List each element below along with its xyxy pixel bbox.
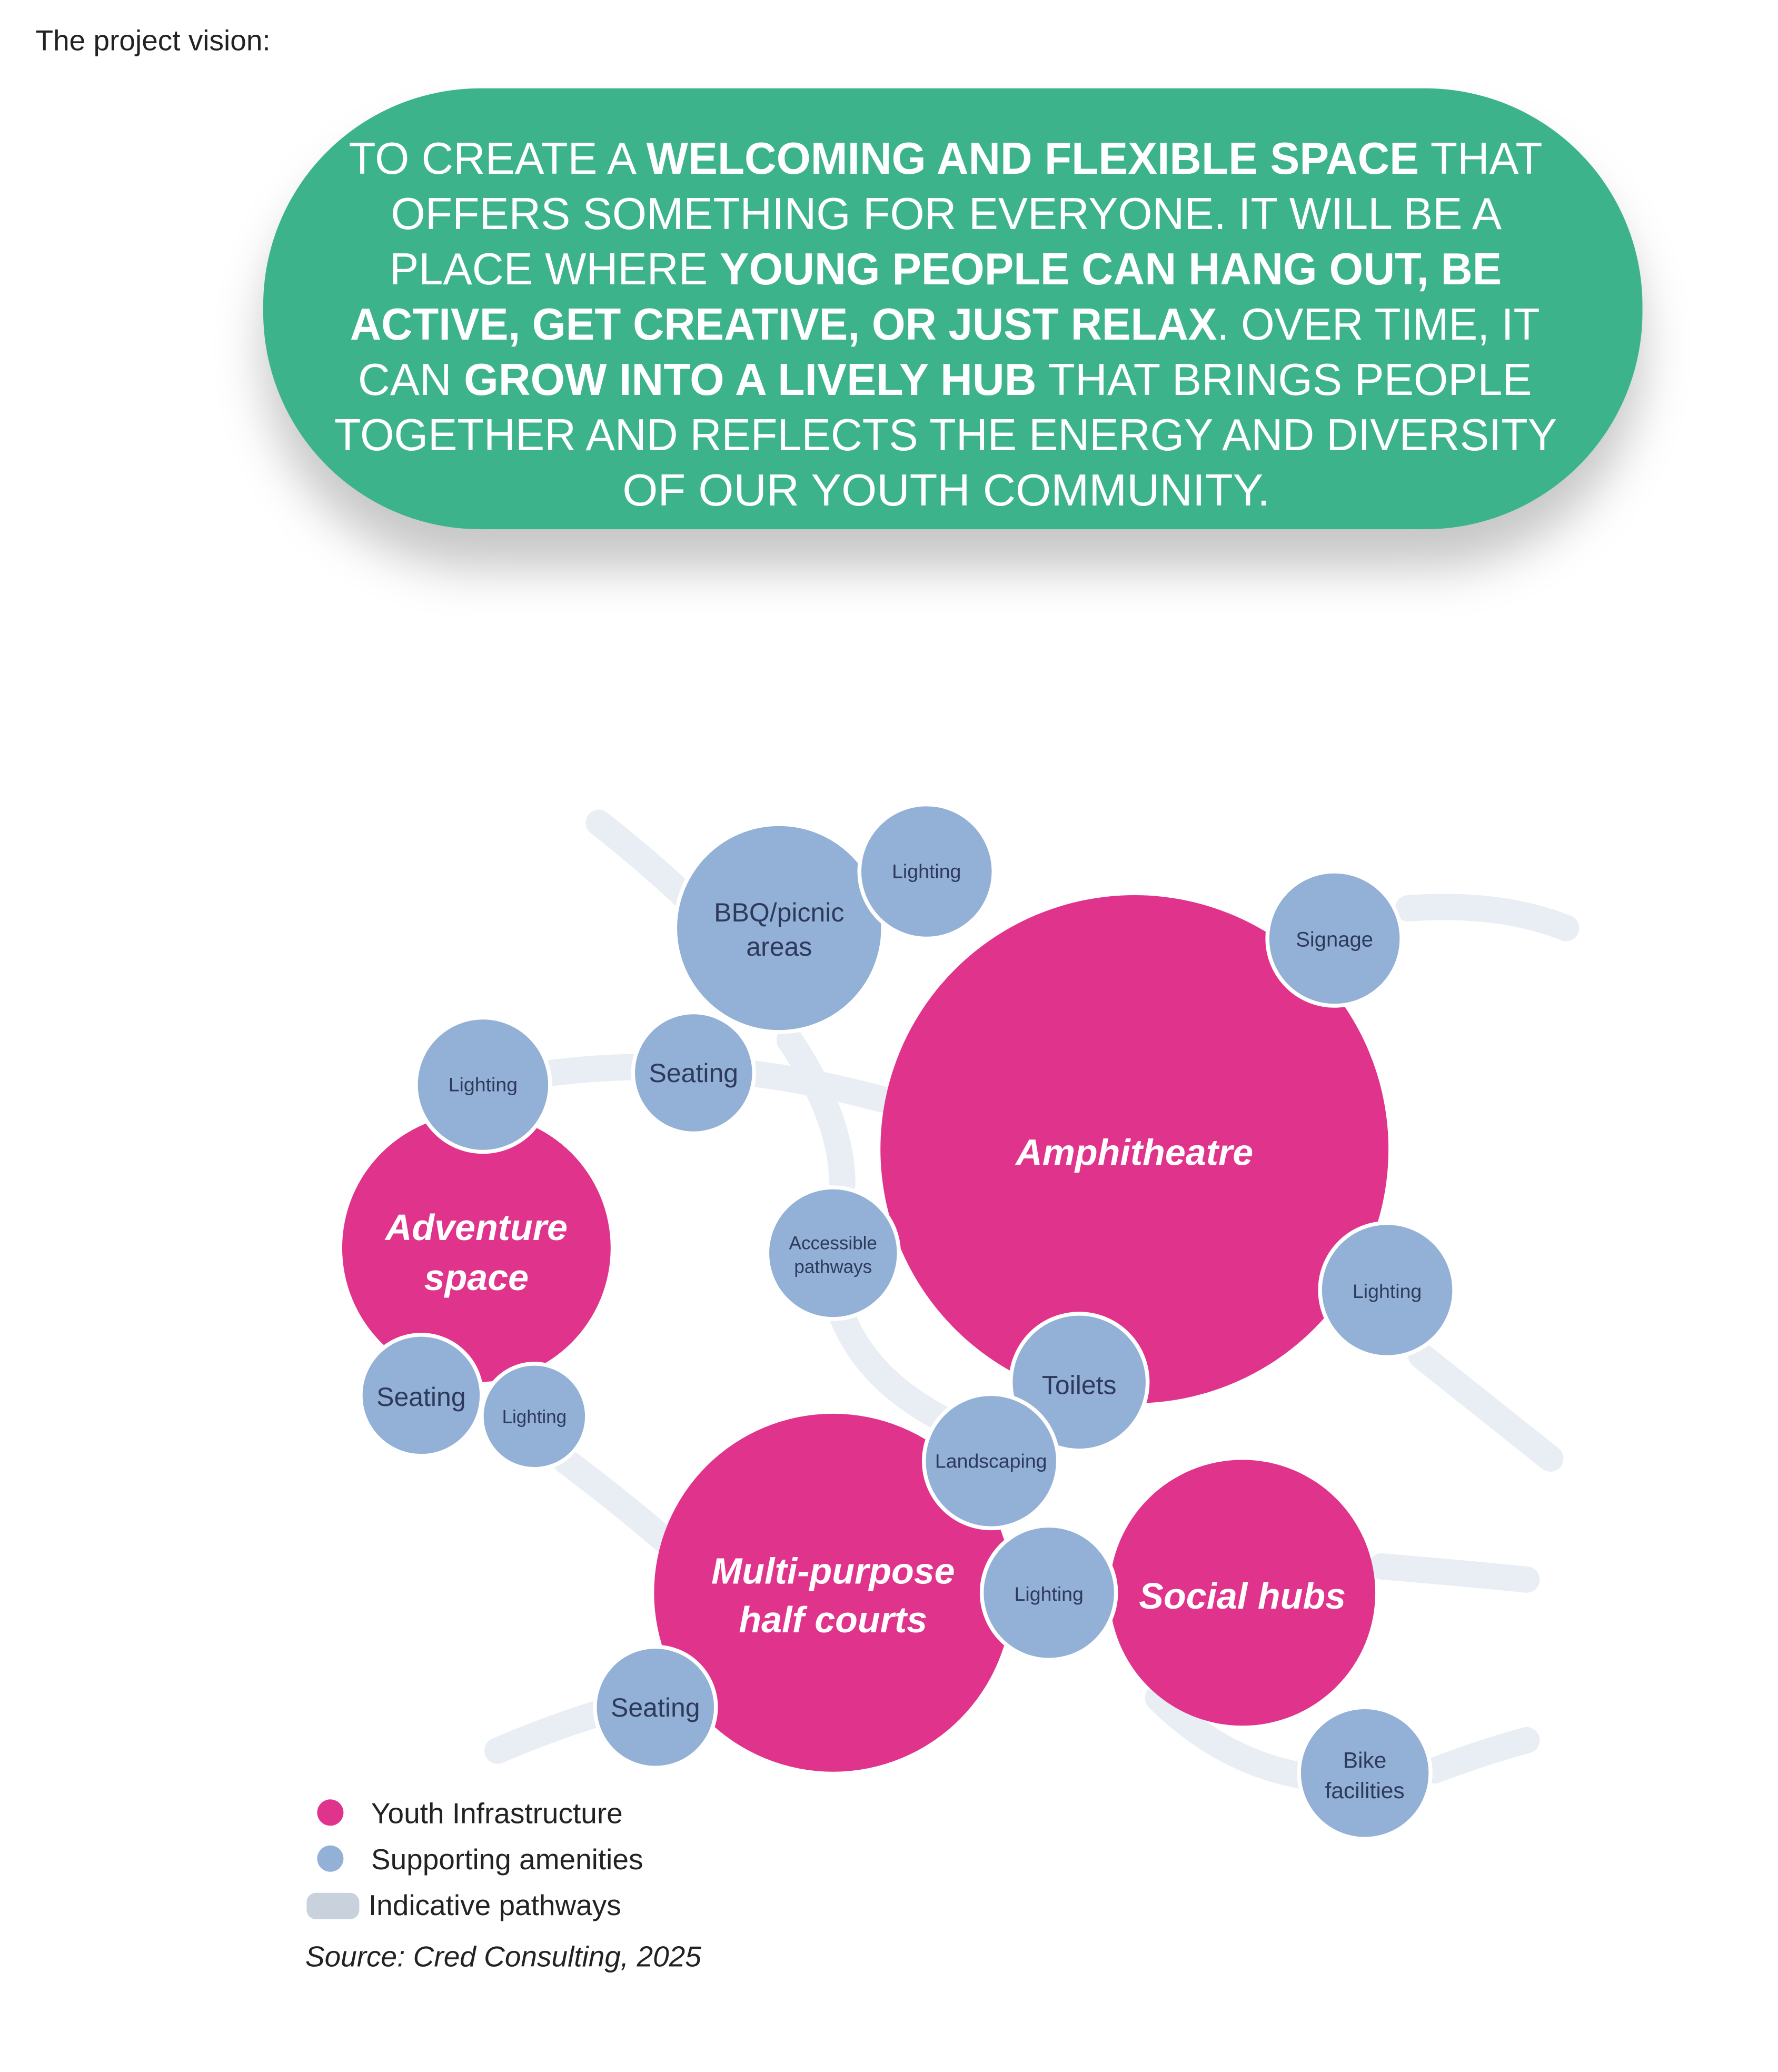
vision-text: TO CREATE A [349, 134, 646, 184]
vision-text: OFFERS SOMETHING FOR EVERYONE. IT WILL B… [391, 189, 1502, 239]
accessible-pathways-label: pathways [794, 1256, 872, 1277]
bbq-node [673, 822, 886, 1034]
pathway [1368, 1553, 1540, 1593]
lighting-node [480, 1362, 589, 1471]
bike-facilities-label: facilities [1325, 1779, 1405, 1803]
seating-label: Seating [649, 1058, 739, 1088]
lighting-label: Lighting [449, 1073, 518, 1095]
pathway [1408, 1342, 1564, 1472]
seating-node [593, 1644, 718, 1770]
vision-line: CAN GROW INTO A LIVELY HUB THAT BRINGS P… [358, 355, 1532, 405]
source-note: Source: Cred Consulting, 2025 [305, 1940, 701, 1973]
adventure-space-label: space [424, 1257, 529, 1298]
bike-facilities-label: Bike [1343, 1748, 1387, 1773]
pathway [484, 1698, 619, 1764]
legend-youth-infrastructure: Youth Infrastructure [371, 1797, 623, 1829]
pathway [776, 1027, 961, 1435]
vision-text: CAN [358, 355, 464, 405]
lighting-label: Lighting [1015, 1583, 1084, 1605]
vision-box [263, 88, 1643, 530]
vision-line: TO CREATE A WELCOMING AND FLEXIBLE SPACE… [349, 134, 1542, 184]
lighting-label: Lighting [892, 860, 961, 883]
lighting-node [1318, 1221, 1456, 1360]
vision-text: THAT [1419, 134, 1542, 184]
vision-line: ACTIVE, GET CREATIVE, OR JUST RELAX. OVE… [350, 300, 1540, 350]
vision-line: PLACE WHERE YOUNG PEOPLE CAN HANG OUT, B… [390, 244, 1502, 294]
seating-node [631, 1010, 757, 1136]
vision-line: OF OUR YOUTH COMMUNITY. [622, 465, 1270, 515]
landscaping-label: Landscaping [935, 1450, 1047, 1472]
vision-text: TOGETHER AND REFLECTS THE ENERGY AND DIV… [334, 410, 1557, 460]
youth-infrastructure: Amphitheatre Adventure space Multi-purpo… [342, 895, 1389, 1772]
lighting-label: Lighting [502, 1406, 567, 1427]
social-hubs-node [1109, 1460, 1376, 1726]
vision-statement: TO CREATE A WELCOMING AND FLEXIBLE SPACE… [263, 88, 1643, 530]
lighting-node [979, 1523, 1118, 1662]
legend: Youth Infrastructure Supporting amenitie… [305, 1797, 701, 1972]
amphitheatre-label: Amphitheatre [1015, 1132, 1253, 1173]
youth-infrastructure-swatch [317, 1799, 344, 1826]
toilets-node [1008, 1312, 1150, 1453]
pathway [1145, 1684, 1540, 1790]
vision-emphasis: ACTIVE, GET CREATIVE, OR JUST RELAX [350, 300, 1217, 350]
accessible-pathways-label: Accessible [789, 1233, 877, 1253]
vision-line: TOGETHER AND REFLECTS THE ENERGY AND DIV… [334, 410, 1557, 460]
bbq-label: areas [746, 932, 812, 961]
landscaping-node [921, 1392, 1060, 1531]
lighting-label: Lighting [1353, 1280, 1422, 1302]
pathways-swatch [306, 1892, 360, 1919]
signage-node [1265, 869, 1404, 1008]
adventure-space-label: Adventure [384, 1207, 568, 1248]
vision-line: OFFERS SOMETHING FOR EVERYONE. IT WILL B… [391, 189, 1502, 239]
amphitheatre-node [880, 895, 1389, 1403]
supporting-amenities: BBQ/picnic areas Lighting Signage Seatin… [359, 802, 1456, 1841]
supporting-amenities-swatch [317, 1845, 344, 1872]
courts-label: half courts [739, 1599, 927, 1640]
courts-label: Multi-purpose [711, 1550, 955, 1591]
vision-emphasis: GROW INTO A LIVELY HUB [464, 355, 1036, 405]
pathway [552, 1448, 678, 1553]
legend-supporting-amenities: Supporting amenities [371, 1843, 643, 1876]
courts-node [654, 1413, 1012, 1772]
lighting-node [414, 1015, 552, 1154]
pathway [1395, 894, 1580, 941]
signage-label: Signage [1296, 928, 1373, 951]
vision-emphasis: YOUNG PEOPLE CAN HANG OUT, BE [720, 244, 1502, 294]
vision-emphasis: WELCOMING AND FLEXIBLE SPACE [647, 134, 1419, 184]
vision-text: PLACE WHERE [390, 244, 720, 294]
adventure-space-node [342, 1113, 611, 1382]
bike-facilities-node [1297, 1705, 1433, 1841]
social-hubs-label: Social hubs [1139, 1575, 1346, 1617]
vision-text: OF OUR YOUTH COMMUNITY. [622, 465, 1270, 515]
bbq-label: BBQ/picnic [714, 898, 844, 927]
seating-label: Seating [376, 1382, 466, 1412]
seating-node [359, 1333, 484, 1458]
seating-label: Seating [611, 1693, 700, 1722]
intro-label: The project vision: [35, 24, 270, 56]
accessible-pathways-node [765, 1185, 901, 1321]
toilets-label: Toilets [1042, 1370, 1117, 1400]
lighting-node [857, 802, 996, 941]
vision-text: . OVER TIME, IT [1217, 300, 1539, 350]
legend-indicative-pathways: Indicative pathways [369, 1889, 621, 1921]
vision-text: THAT BRINGS PEOPLE [1037, 355, 1532, 405]
